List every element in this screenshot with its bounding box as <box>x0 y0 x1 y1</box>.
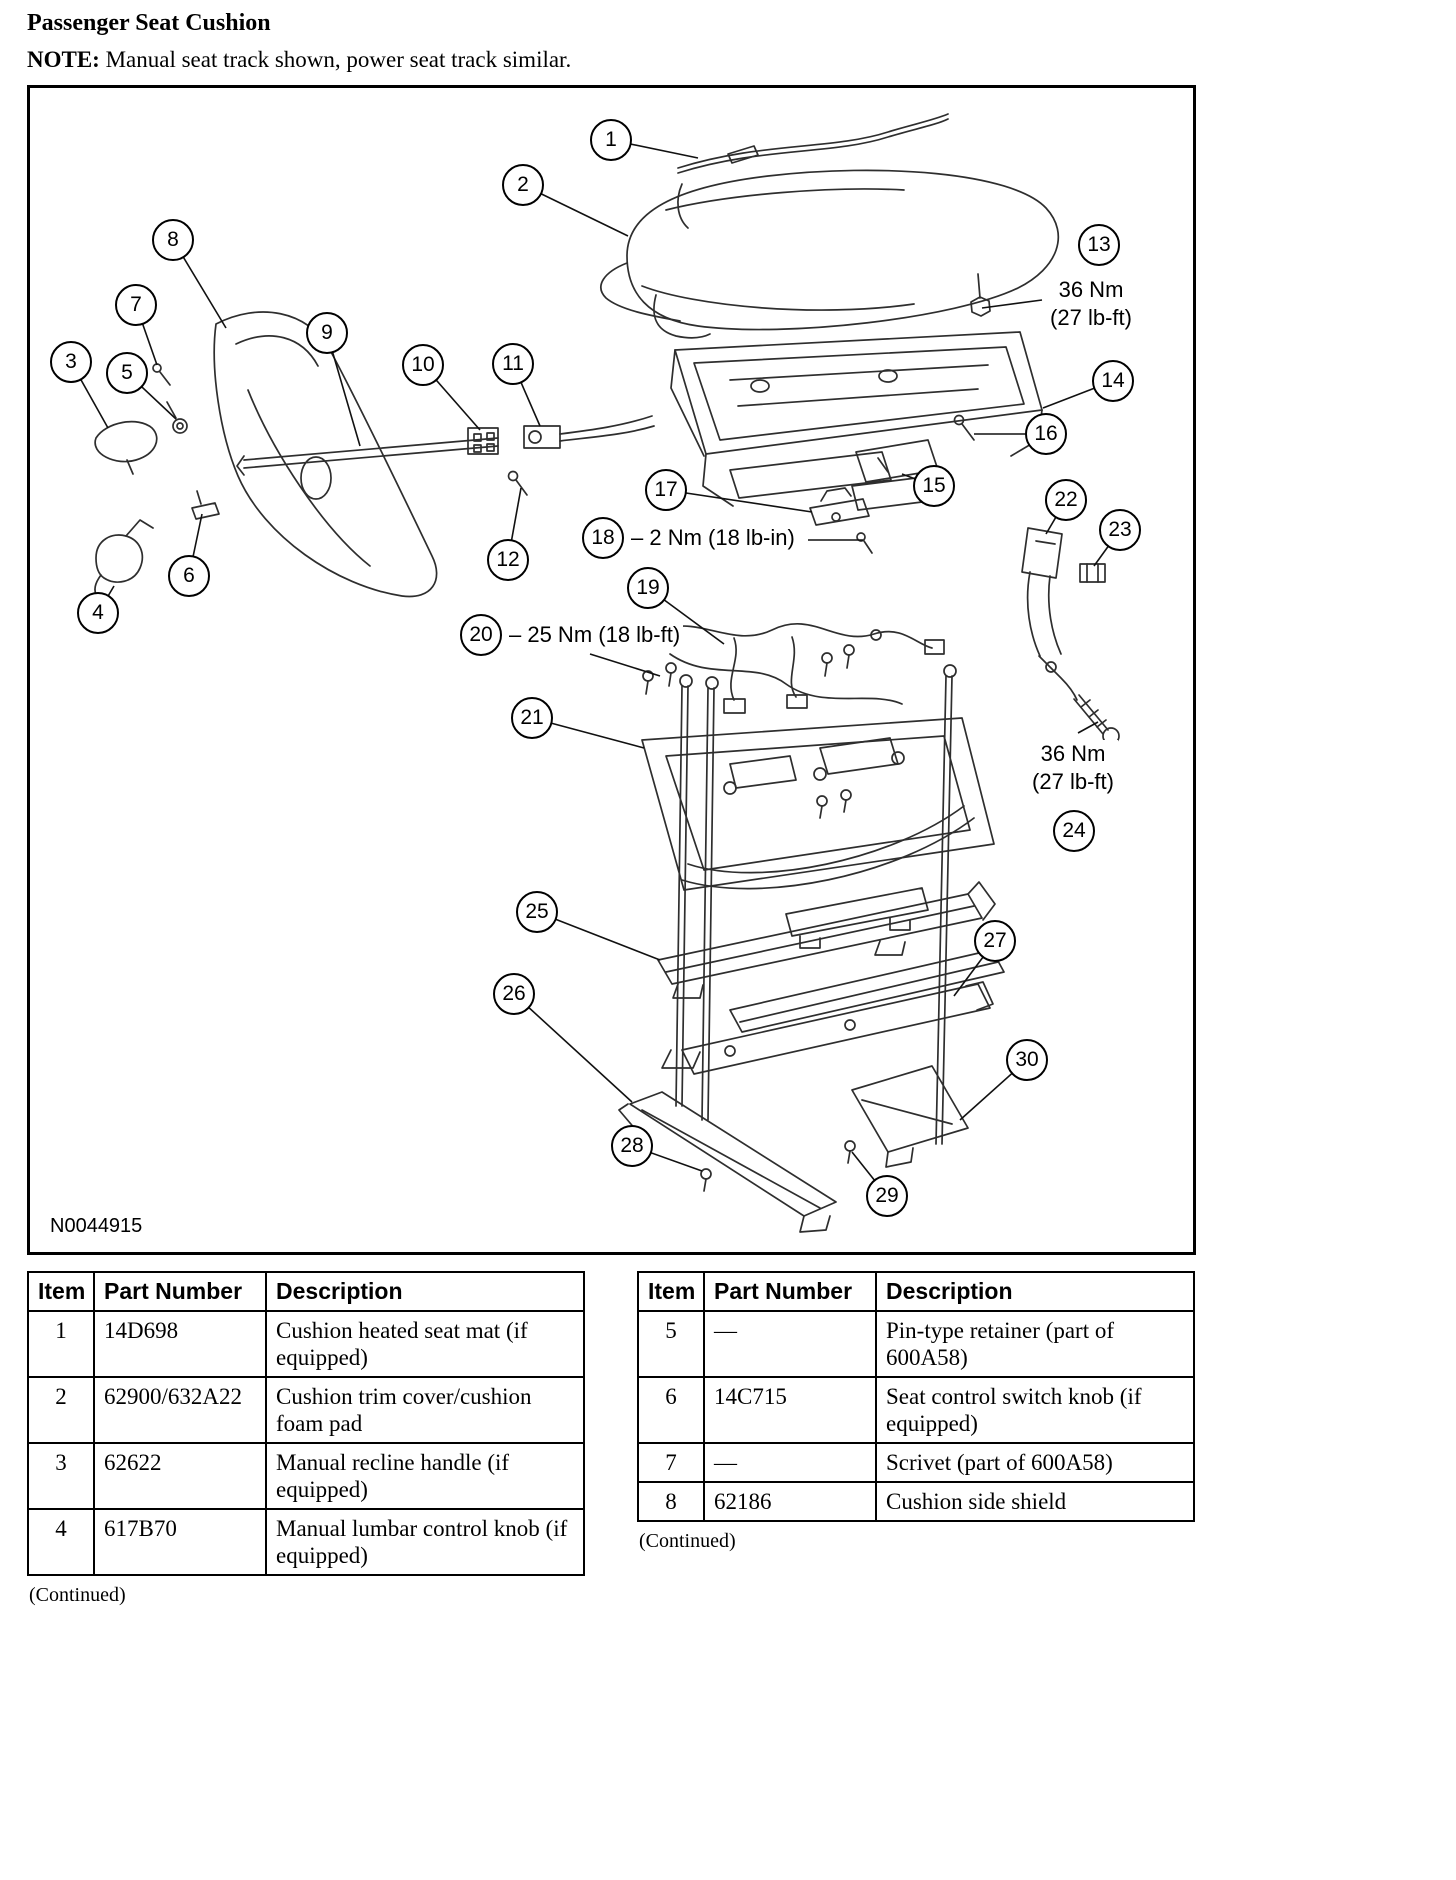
callout-balloon-23: 23 <box>1099 509 1141 551</box>
column-header: Part Number <box>703 1271 877 1312</box>
callout-balloon-8: 8 <box>152 219 194 261</box>
manual-page: Passenger Seat Cushion NOTE: Manual seat… <box>27 10 1197 1607</box>
callout-balloon-22: 22 <box>1045 479 1087 521</box>
table-cell: Pin-type retainer (part of 600A58) <box>875 1310 1195 1378</box>
callout-balloon-7: 7 <box>115 284 157 326</box>
callout-balloon-21: 21 <box>511 697 553 739</box>
table-cell: 4 <box>27 1508 95 1576</box>
torque-spec-label: – 2 Nm (18 lb-in) <box>628 524 798 552</box>
table-cell: Cushion trim cover/cushion foam pad <box>265 1376 585 1444</box>
page-title: Passenger Seat Cushion <box>27 10 271 36</box>
note-line: NOTE: Manual seat track shown, power sea… <box>27 47 1197 73</box>
continued-note-right: (Continued) <box>639 1530 736 1552</box>
callout-balloon-20: 20 <box>460 614 502 656</box>
callout-balloon-30: 30 <box>1006 1039 1048 1081</box>
callout-balloon-6: 6 <box>168 555 210 597</box>
callout-balloon-18: 18 <box>582 517 624 559</box>
table-cell: 62186 <box>703 1481 877 1522</box>
table-cell: Cushion heated seat mat (if equipped) <box>265 1310 585 1378</box>
callout-balloon-2: 2 <box>502 164 544 206</box>
torque-note: 36 Nm(27 lb-ft) <box>1028 740 1118 796</box>
callout-balloon-15: 15 <box>913 465 955 507</box>
callout-balloon-17: 17 <box>645 469 687 511</box>
callout-balloon-1: 1 <box>590 119 632 161</box>
table-cell: 1 <box>27 1310 95 1378</box>
note-text: Manual seat track shown, power seat trac… <box>105 47 572 72</box>
torque-note: 36 Nm(27 lb-ft) <box>1046 276 1136 332</box>
table-row: 7—Scrivet (part of 600A58) <box>637 1442 1195 1483</box>
column-header: Part Number <box>93 1271 267 1312</box>
table-cell: 5 <box>637 1310 705 1378</box>
table-cell: 8 <box>637 1481 705 1522</box>
callout-balloon-12: 12 <box>487 539 529 581</box>
continued-note-left: (Continued) <box>29 1584 126 1606</box>
torque-spec-label: – 25 Nm (18 lb-ft) <box>506 621 684 649</box>
table-cell: 7 <box>637 1442 705 1483</box>
callout-balloon-3: 3 <box>50 341 92 383</box>
callout-balloon-29: 29 <box>866 1175 908 1217</box>
table-cell: Manual lumbar control knob (if equipped) <box>265 1508 585 1576</box>
callout-balloon-24: 24 <box>1053 810 1095 852</box>
callout-balloon-11: 11 <box>492 343 534 385</box>
table-row: 5—Pin-type retainer (part of 600A58) <box>637 1310 1195 1378</box>
table-cell: Scrivet (part of 600A58) <box>875 1442 1195 1483</box>
table-cell: 2 <box>27 1376 95 1444</box>
column-header: Item <box>637 1271 705 1312</box>
column-header: Item <box>27 1271 95 1312</box>
callout-balloon-26: 26 <box>493 973 535 1015</box>
callout-balloon-16: 16 <box>1025 413 1067 455</box>
callout-balloon-5: 5 <box>106 352 148 394</box>
callout-balloon-13: 13 <box>1078 224 1120 266</box>
table-cell: 14C715 <box>703 1376 877 1444</box>
callout-balloon-9: 9 <box>306 312 348 354</box>
table-cell: Seat control switch knob (if equipped) <box>875 1376 1195 1444</box>
callout-balloon-25: 25 <box>516 891 558 933</box>
column-header: Description <box>875 1271 1195 1312</box>
table-cell: 62900/632A22 <box>93 1376 267 1444</box>
table-cell: — <box>703 1310 877 1378</box>
callout-balloon-19: 19 <box>627 567 669 609</box>
table-cell: 14D698 <box>93 1310 267 1378</box>
table-cell: 617B70 <box>93 1508 267 1576</box>
table-cell: 6 <box>637 1376 705 1444</box>
callout-balloon-14: 14 <box>1092 360 1134 402</box>
callout-balloon-27: 27 <box>974 920 1016 962</box>
table-cell: 62622 <box>93 1442 267 1510</box>
column-header: Description <box>265 1271 585 1312</box>
table-cell: 3 <box>27 1442 95 1510</box>
callout-balloon-28: 28 <box>611 1125 653 1167</box>
table-cell: Manual recline handle (if equipped) <box>265 1442 585 1510</box>
table-cell: Cushion side shield <box>875 1481 1195 1522</box>
table-cell: — <box>703 1442 877 1483</box>
callout-balloon-10: 10 <box>402 344 444 386</box>
figure-id: N0044915 <box>50 1215 143 1237</box>
note-label: NOTE: <box>27 47 100 72</box>
callout-balloon-4: 4 <box>77 592 119 634</box>
